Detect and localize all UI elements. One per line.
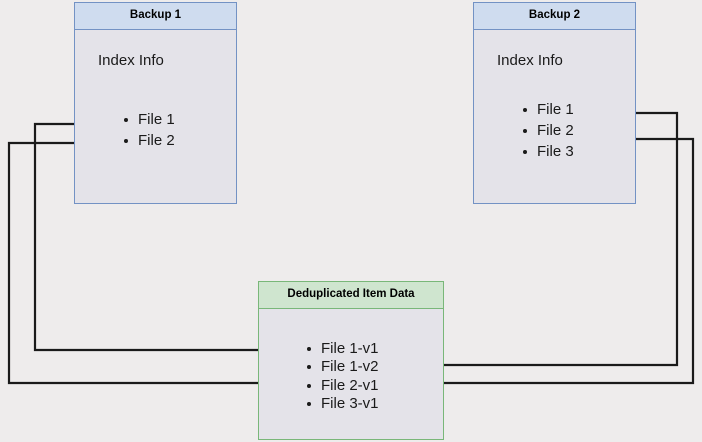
deduplicated-item[interactable]: File 1-v2 xyxy=(305,358,379,377)
deduplicated-item-data-node[interactable]: Deduplicated Item Data File 1-v1 File 1-… xyxy=(258,281,444,440)
backup-2-node[interactable]: Backup 2 Index Info File 1 File 2 File 3 xyxy=(473,2,636,204)
backup-2-file-list: File 1 File 2 File 3 xyxy=(521,99,574,162)
backup-2-file-item[interactable]: File 1 xyxy=(521,99,574,120)
backup-1-index-label: Index Info xyxy=(98,51,164,69)
backup-1-file-item[interactable]: File 1 xyxy=(122,109,175,130)
backup-1-file-item[interactable]: File 2 xyxy=(122,130,175,151)
backup-1-node[interactable]: Backup 1 Index Info File 1 File 2 xyxy=(74,2,237,204)
backup-2-file-item[interactable]: File 2 xyxy=(521,120,574,141)
deduplicated-item[interactable]: File 3-v1 xyxy=(305,395,379,414)
deduplicated-item[interactable]: File 1-v1 xyxy=(305,340,379,359)
backup-2-index-label: Index Info xyxy=(497,51,563,69)
backup-2-file-item[interactable]: File 3 xyxy=(521,141,574,162)
backup-2-title: Backup 2 xyxy=(474,3,635,30)
deduplicated-item-list: File 1-v1 File 1-v2 File 2-v1 File 3-v1 xyxy=(305,340,379,414)
deduplicated-title: Deduplicated Item Data xyxy=(259,282,443,309)
deduplicated-item[interactable]: File 2-v1 xyxy=(305,377,379,396)
backup-1-title: Backup 1 xyxy=(75,3,236,30)
backup-1-file-list: File 1 File 2 xyxy=(122,109,175,151)
